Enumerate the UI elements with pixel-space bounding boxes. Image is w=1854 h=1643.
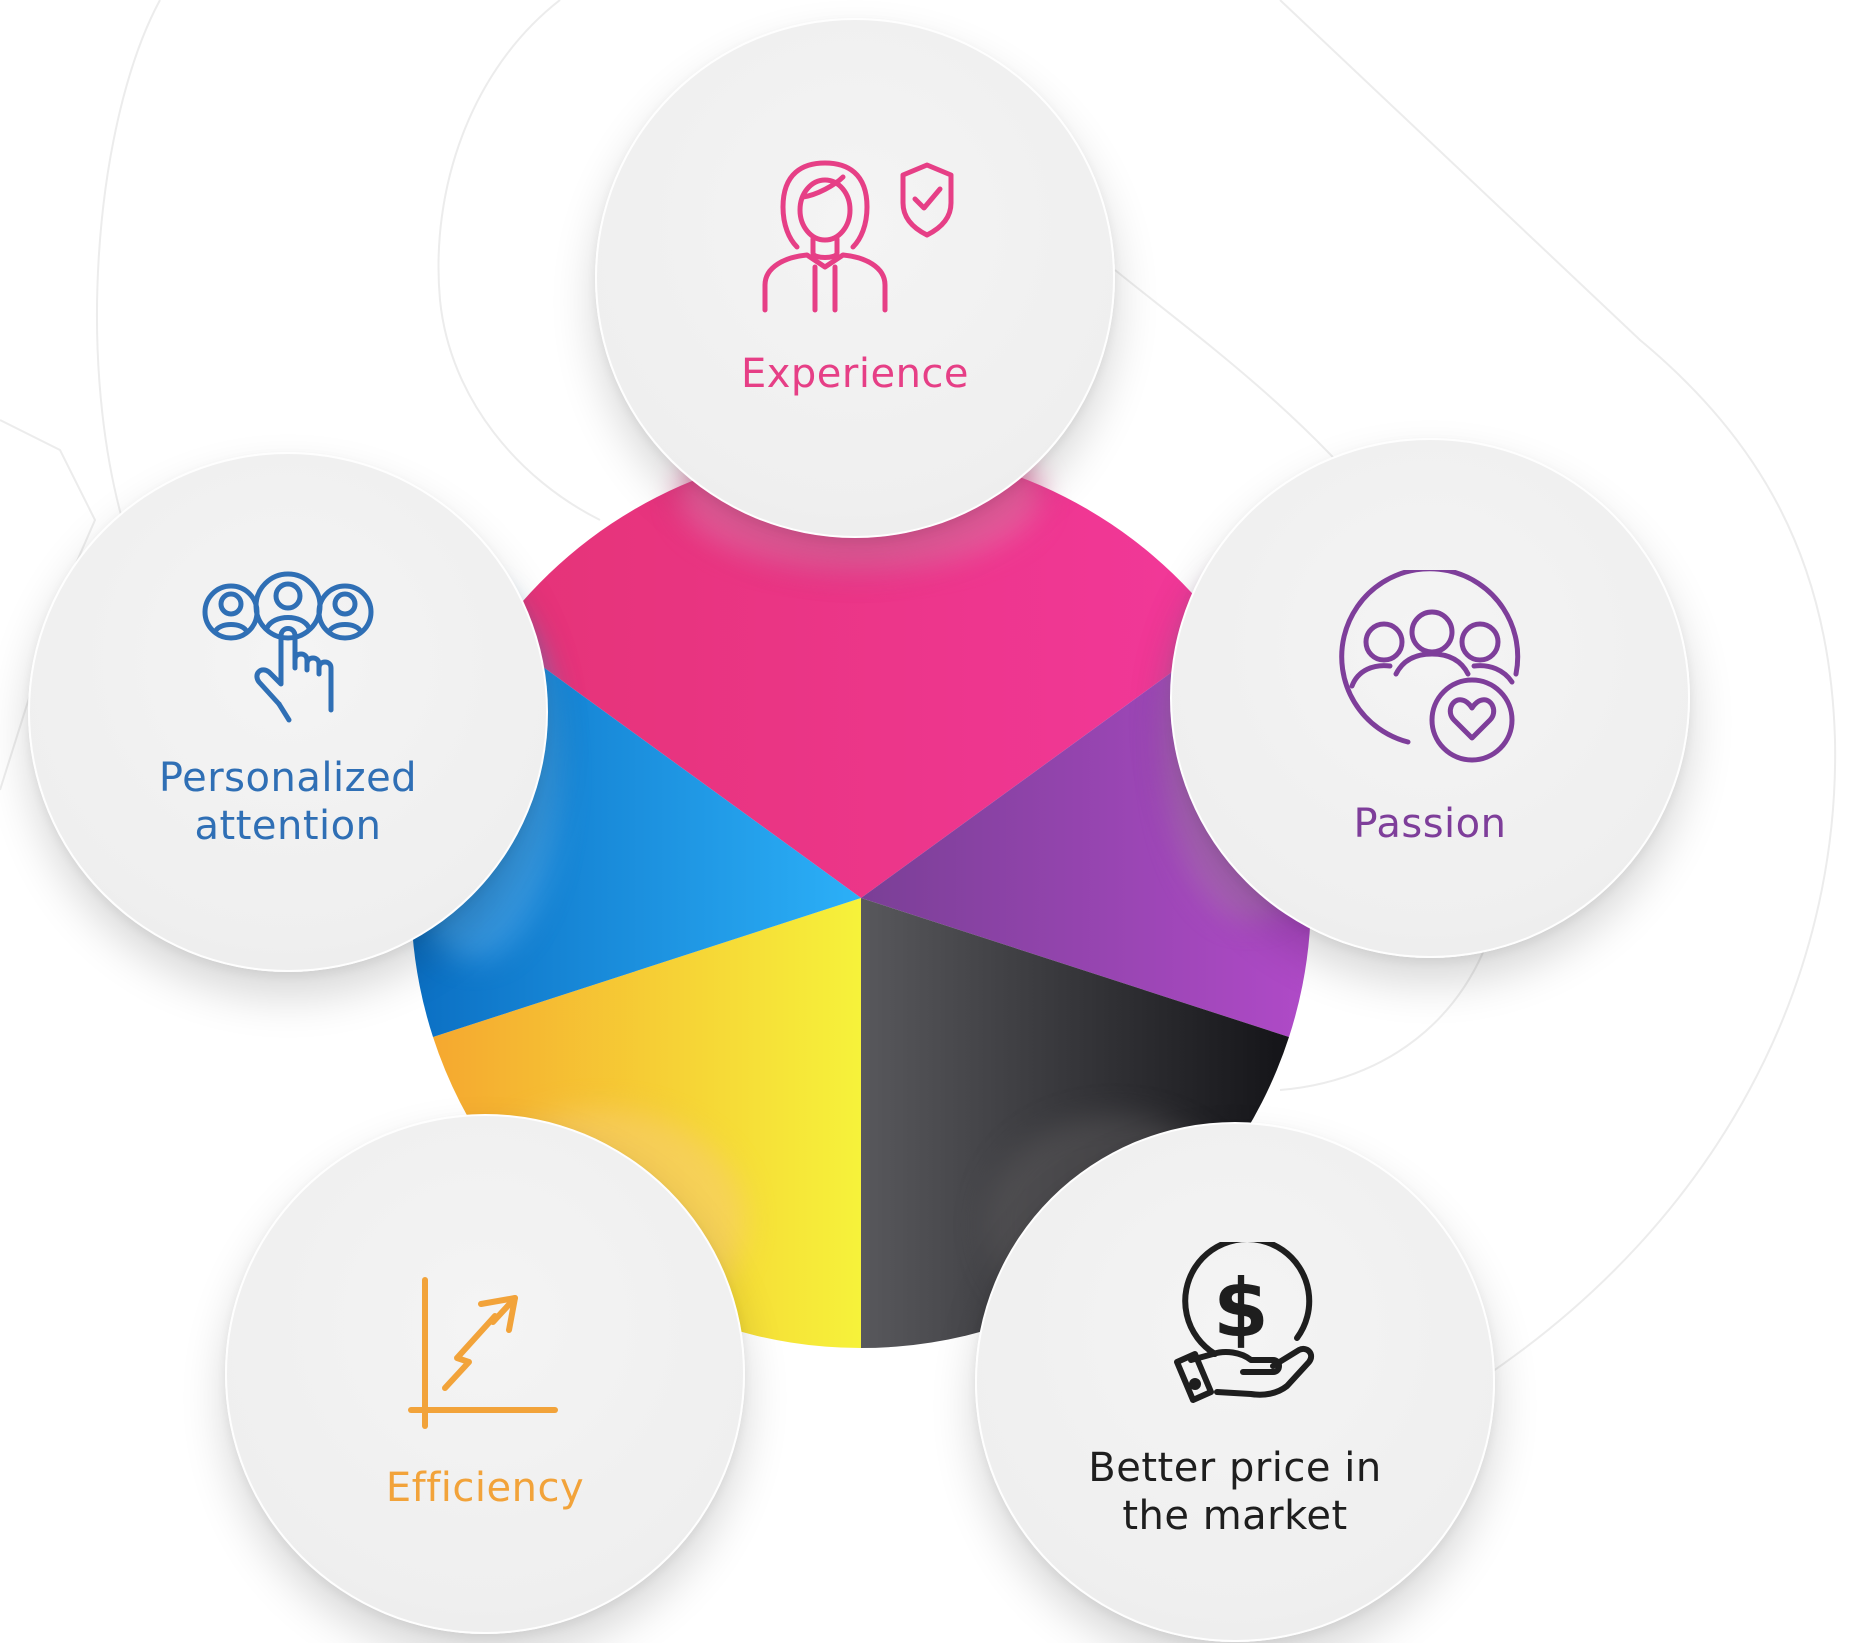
attention-label-line1: Personalized <box>158 755 418 801</box>
efficiency-label: Efficiency <box>385 1465 585 1511</box>
passion-bubble: Passion <box>1170 438 1690 958</box>
attention-label: Personalized attention <box>30 754 546 850</box>
price-label-line2: the market <box>1122 1493 1348 1539</box>
group-heart-icon <box>1339 570 1521 763</box>
passion-label: Passion <box>1353 801 1507 847</box>
efficiency-bubble: Efficiency <box>225 1114 745 1634</box>
growth-chart-icon <box>408 1277 558 1429</box>
experience-bubble: Experience <box>595 18 1115 538</box>
experience-label: Experience <box>740 351 970 397</box>
price-bubble: $ Better price in the market <box>975 1122 1495 1642</box>
attention-bubble: Personalized attention <box>28 452 548 972</box>
woman-shield-icon <box>762 160 954 313</box>
wheel-segment-experience <box>497 448 1225 898</box>
attention-label-line2: attention <box>194 803 382 849</box>
background-line-2 <box>1279 0 1837 1381</box>
price-label-line1: Better price in <box>1088 1445 1382 1491</box>
price-label: Better price in the market <box>977 1444 1493 1540</box>
hand-dollar-icon: $ <box>1174 1242 1315 1403</box>
background-arc-2 <box>437 0 601 521</box>
people-select-icon <box>202 571 374 723</box>
svg-text:$: $ <box>1213 1262 1269 1355</box>
